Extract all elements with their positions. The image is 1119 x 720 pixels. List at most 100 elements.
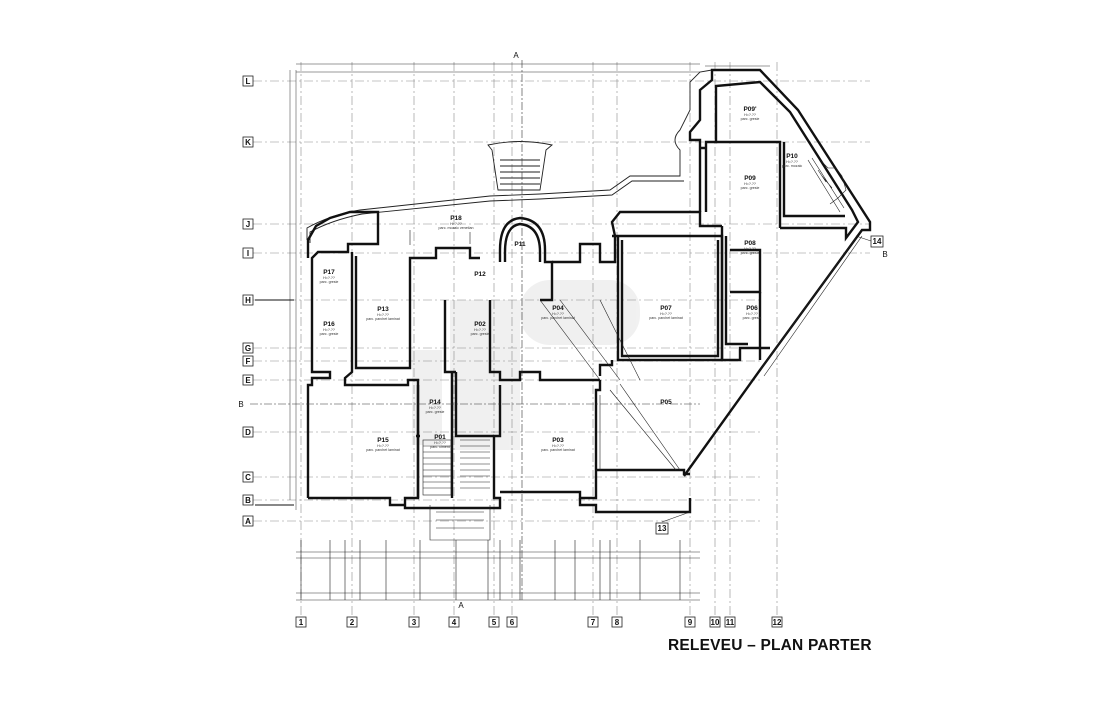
room-detail: parc. parchet laminat (649, 316, 683, 320)
room-label: P09'H=?.??parc. gresie (741, 106, 760, 121)
room-id: P06 (746, 305, 758, 312)
room-id: P09' (743, 106, 757, 113)
grid-axis-box-row (242, 247, 254, 259)
grid-axis-label-row: J (246, 220, 250, 229)
grid-axis-box-col (488, 616, 500, 628)
dimension-lines (289, 63, 770, 601)
grid-axis-box-col (295, 616, 307, 628)
watermark-logo (412, 280, 640, 450)
room-detail: H=?.?? (744, 247, 756, 251)
grid-axis-box-row (242, 494, 254, 506)
grid-axis-box-row (242, 136, 254, 148)
room-detail: parc. parchet laminat (541, 448, 575, 452)
room-id: P17 (323, 269, 335, 276)
grid-axis-label-col: 12 (773, 618, 782, 627)
grid-axis-box-col (771, 616, 783, 628)
room-detail: parc. mozaic venetian (439, 226, 474, 230)
room-label: P12 (474, 271, 486, 278)
room-detail: parc. parchet laminat (366, 448, 400, 452)
room-detail: H=?.?? (474, 328, 486, 332)
section-mark-right: B (882, 250, 887, 259)
room-id: P14 (429, 399, 441, 406)
room-id: P05 (660, 399, 672, 406)
grid-axis-box-row (242, 471, 254, 483)
room-detail: H=?.?? (323, 328, 335, 332)
room-detail: H=?.?? (552, 312, 564, 316)
grid-axis-label-col: 8 (615, 618, 620, 627)
thin-details (300, 157, 863, 600)
room-detail: H=?.?? (744, 113, 756, 117)
grid-axis-label-row: I (247, 249, 249, 258)
room-id: P01 (434, 434, 446, 441)
room-detail: parc. gresie (741, 251, 760, 255)
grid-axis-box-col (448, 616, 460, 628)
grid-axis-label-row: F (246, 357, 251, 366)
building-walls (306, 68, 872, 514)
grid-axis-box-extra (870, 235, 884, 248)
room-detail: parc. parchet laminat (366, 317, 400, 321)
grid-axis-box-row (242, 426, 254, 438)
section-mark-left: B (238, 400, 243, 409)
grid-axis-label-col: 11 (726, 618, 735, 627)
room-id: P03 (552, 437, 564, 444)
grid-axis-box-col (724, 616, 736, 628)
grid-lines-vertical (300, 62, 778, 616)
room-id: P02 (474, 321, 486, 328)
grid-axis-label-col: 5 (492, 618, 497, 627)
h-axis-marker (255, 299, 294, 506)
grid-axis-label-row: K (245, 138, 251, 147)
grid-axis-label-extra: 13 (658, 524, 667, 533)
room-detail: parc. gresie (741, 186, 760, 190)
grid-axis-label-row: L (246, 77, 251, 86)
grid-axis-box-row (242, 515, 254, 527)
section-mark-top: A (513, 51, 519, 60)
room-id: P15 (377, 437, 389, 444)
grid-axis-box-row (242, 342, 254, 354)
room-detail: H=?.?? (434, 441, 446, 445)
room-id: P18 (450, 215, 462, 222)
grid-axis-label-col: 3 (412, 618, 417, 627)
grid-axis-label-row: H (245, 296, 251, 305)
grid-axis-label-col: 6 (510, 618, 515, 627)
grid-axis-label-col: 10 (711, 618, 720, 627)
room-detail: H=?.?? (429, 406, 441, 410)
grid-axis-label-row: C (245, 473, 251, 482)
room-detail: H=?.?? (323, 276, 335, 280)
room-detail: parc. gresie (743, 316, 762, 320)
room-detail: H=?.?? (450, 222, 462, 226)
room-detail: H=?.?? (744, 182, 756, 186)
grid-axis-box-row (242, 75, 254, 87)
room-detail: parc. gresie (320, 332, 339, 336)
room-detail: H=?.?? (377, 444, 389, 448)
grid-axis-box-col (587, 616, 599, 628)
drawing-title: RELEVEU – PLAN PARTER (668, 637, 872, 654)
room-detail: H=?.?? (377, 313, 389, 317)
grid-axis-box-col (506, 616, 518, 628)
room-detail: parc. gresie (741, 117, 760, 121)
section-mark-bottom: A (458, 601, 464, 610)
grid-axis-box-row (242, 374, 254, 386)
grid-axis-box-col (684, 616, 696, 628)
room-detail: parc. gresie (320, 280, 339, 284)
grid-axis-label-col: 9 (688, 618, 693, 627)
room-detail: parc. parchet laminat (541, 316, 575, 320)
terrace-outline (306, 69, 713, 243)
room-id: P16 (323, 321, 335, 328)
room-id: P12 (474, 271, 486, 278)
grid-axis-box-row (242, 294, 254, 306)
grid-axis-box-col (709, 616, 721, 628)
grid-axis-box-row (242, 218, 254, 230)
